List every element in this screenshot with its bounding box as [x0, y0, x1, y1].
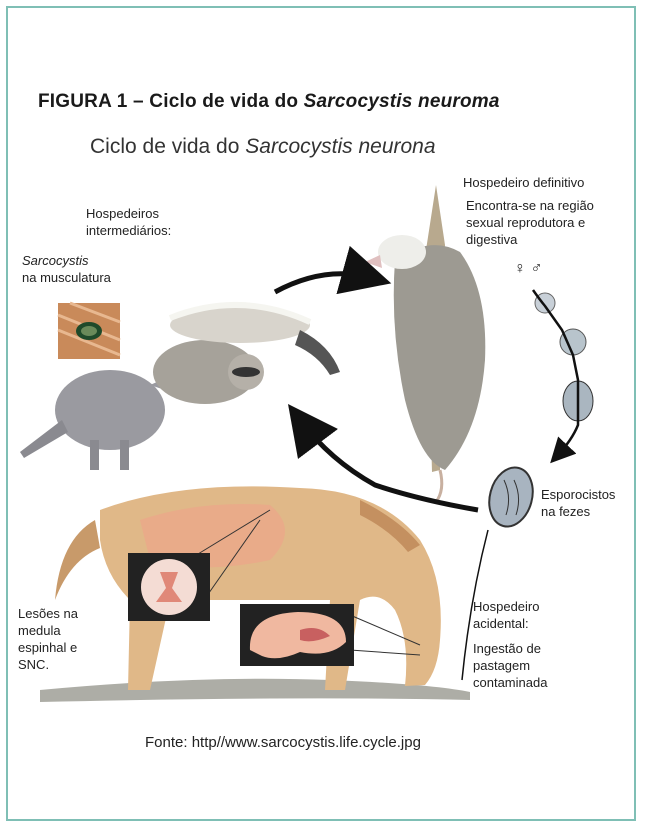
brain-inset [240, 604, 354, 666]
sporocysts-label: Esporocistos na fezes [541, 486, 615, 520]
ingestion-label: Ingestão de pastagem contaminada [473, 640, 547, 691]
definitive-host-label: Hospedeiro definitivo [463, 174, 584, 191]
lesions-label: Lesões na medula espinhal e SNC. [18, 605, 78, 673]
sarcocystis-muscle-label: Sarcocystis na musculatura [22, 252, 111, 286]
sex-symbols: ♀ ♂ [514, 260, 542, 277]
raccoon-illustration [153, 340, 264, 404]
accidental-host-label: Hospedeiro acidental: [473, 598, 540, 632]
muscle-sarcocyst-inset [58, 303, 120, 359]
source-caption: Fonte: http//www.sarcocystis.life.cycle.… [145, 734, 421, 751]
spinal-cord-inset [128, 553, 210, 621]
definitive-host-description: Encontra-se na região sexual reprodutora… [466, 197, 594, 248]
intermediate-hosts-label: Hospedeiros intermediários: [86, 205, 171, 239]
